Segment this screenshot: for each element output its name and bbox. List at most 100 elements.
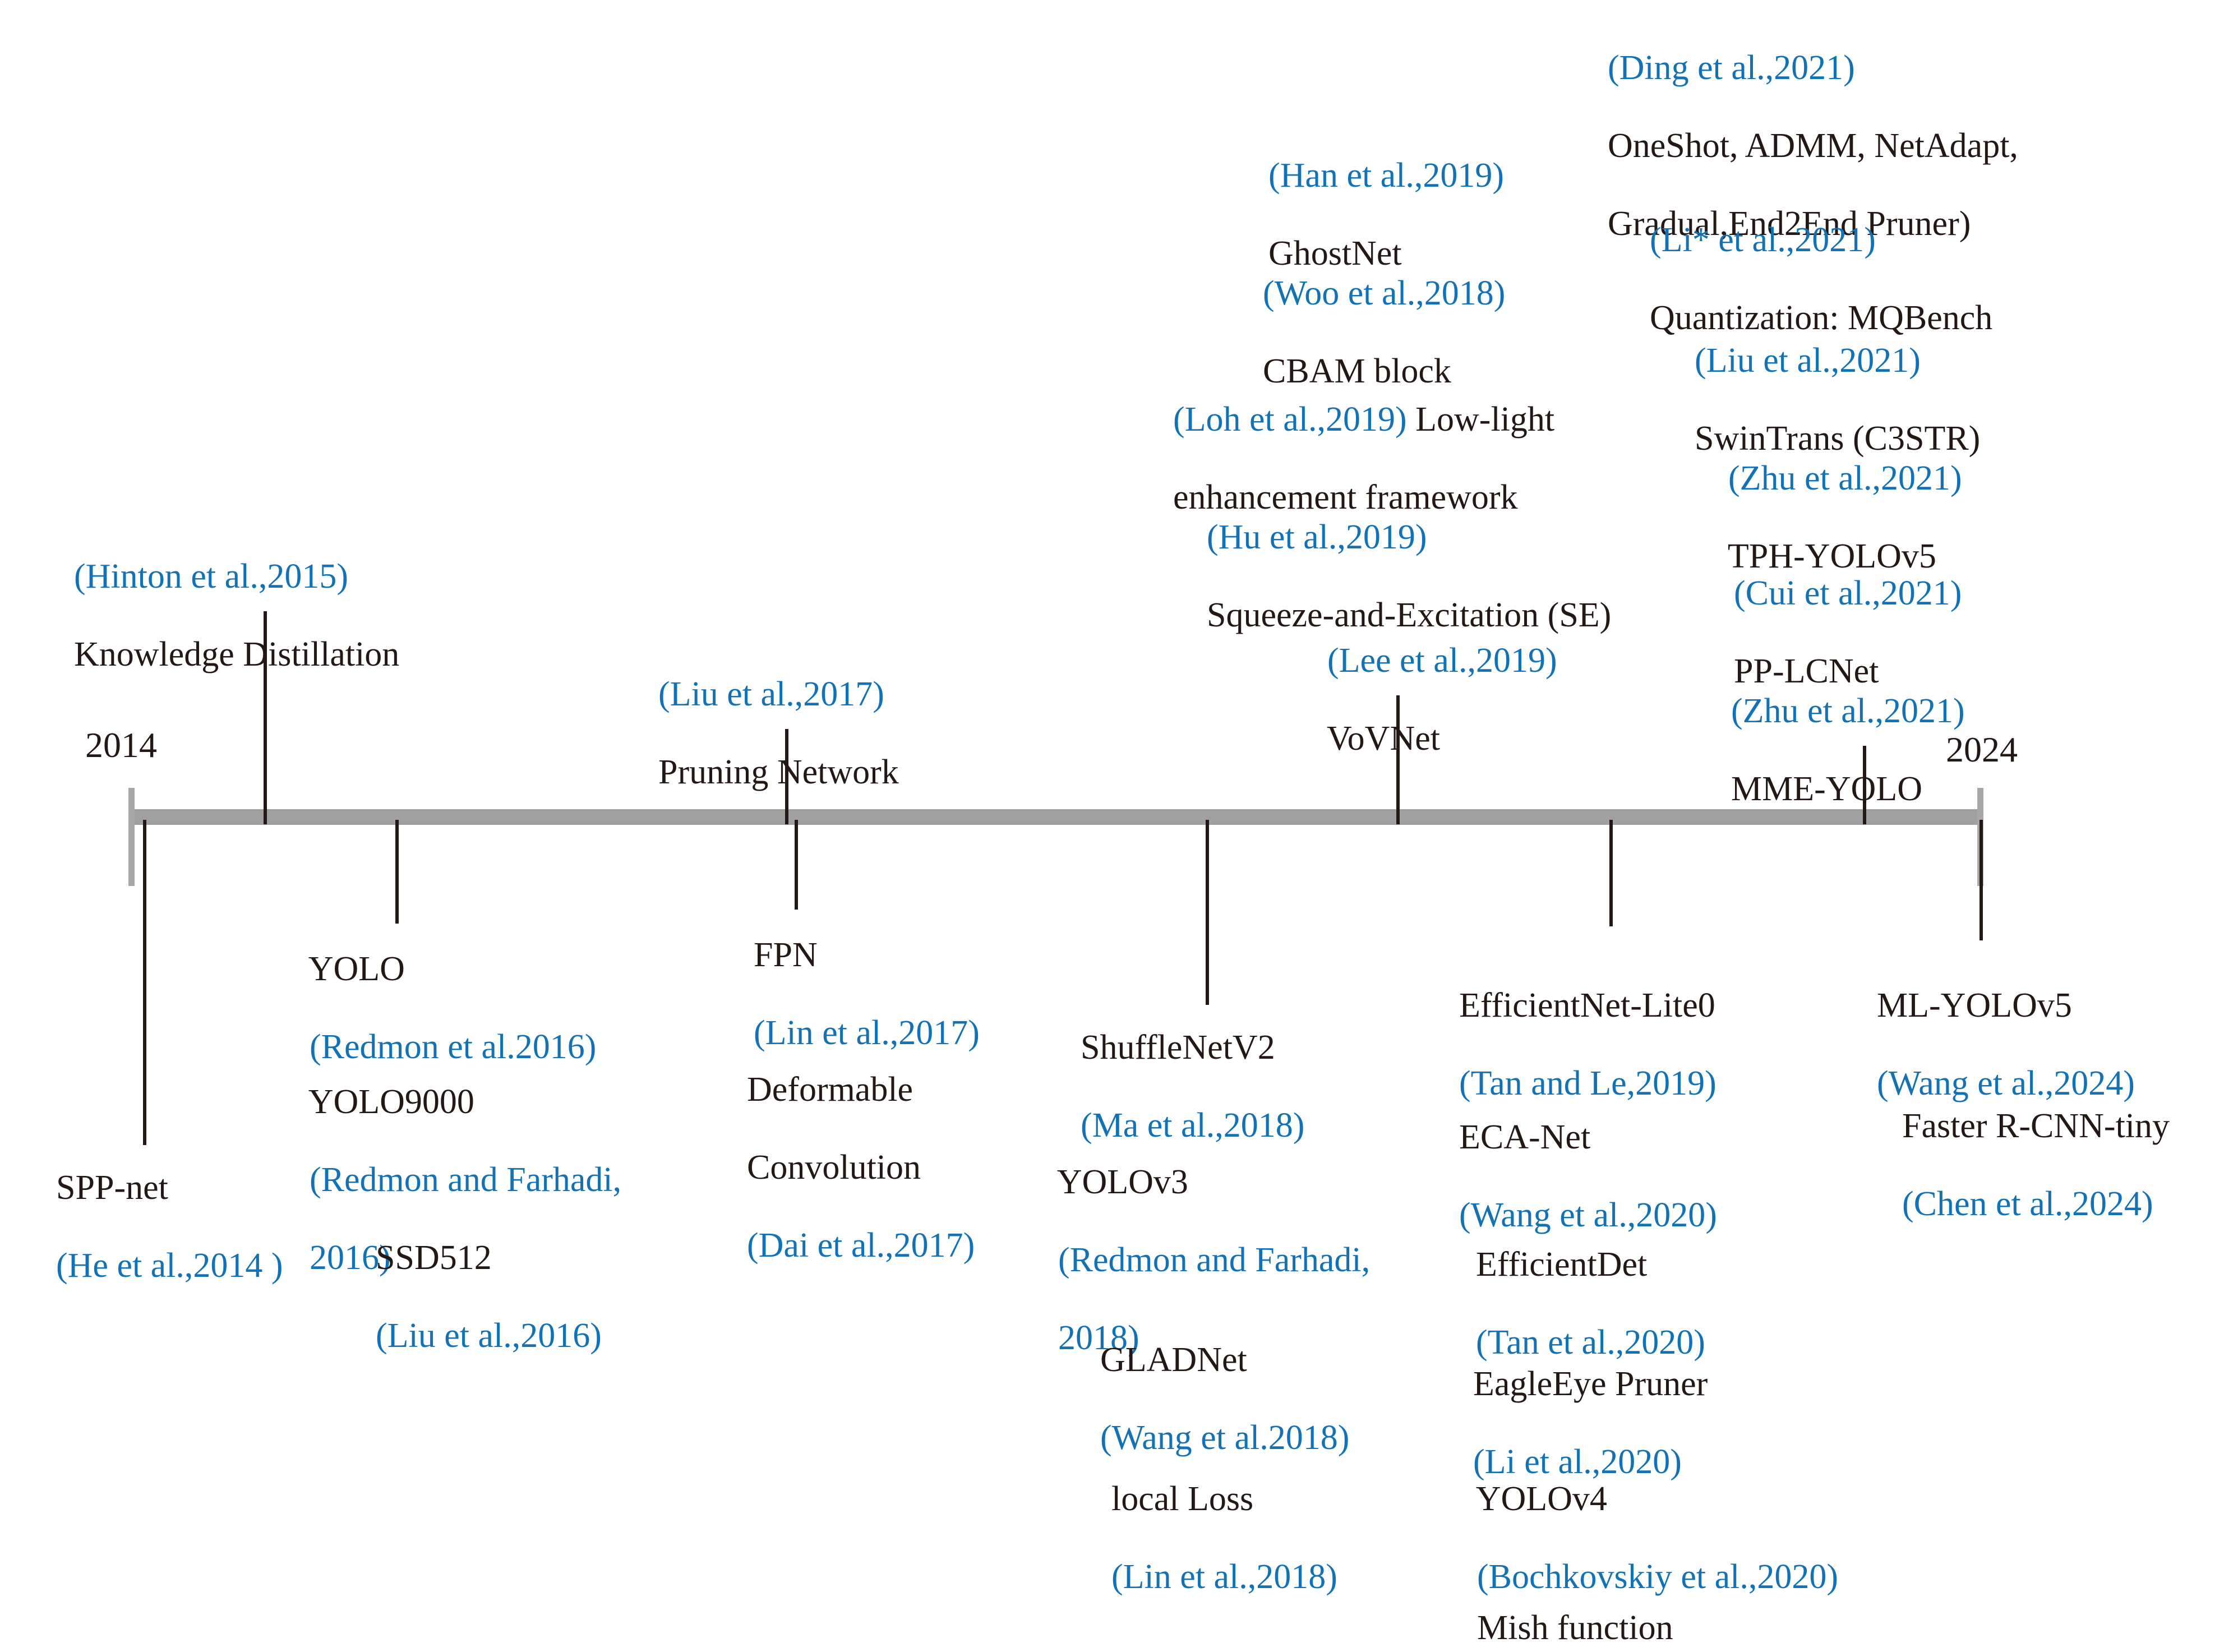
- entry-title: Deformable: [747, 1070, 913, 1109]
- axis-start-cap: [128, 788, 135, 886]
- label-faster-rcnn-tiny: Faster R-CNN-tiny (Chen et al.,2024): [1867, 1068, 2170, 1263]
- label-deformable-convolution: Deformable Convolution (Dai et al.,2017): [712, 1032, 975, 1304]
- citation-text: (Zhu et al.,2021): [1731, 692, 1965, 731]
- entry-title: CBAM block: [1263, 352, 1451, 391]
- label-low-light-enhancement: (Loh et al.,2019) Low-light enhancement …: [1138, 362, 1554, 556]
- entry-title: YOLOv3: [1056, 1163, 1188, 1202]
- label-yolov3: YOLOv3 (Redmon and Farhadi, 2018): [1023, 1124, 1370, 1397]
- entry-title: local Loss: [1111, 1480, 1254, 1519]
- label-eca-net: ECA-Net (Wang et al.,2020): [1424, 1079, 1717, 1274]
- entry-title-line2: Convolution: [747, 1148, 921, 1187]
- label-squeeze-and-excitation: (Hu et al.,2019) Squeeze-and-Excitation …: [1172, 479, 1611, 674]
- entry-title: ML-YOLOv5: [1877, 986, 2072, 1025]
- connector-fpn: [795, 820, 798, 910]
- connector-yolo: [395, 820, 399, 924]
- entry-title: Low-light: [1406, 400, 1555, 439]
- citation-text: (Liu et al.,2021): [1695, 342, 1921, 380]
- label-ssd512: SSD512 (Liu et al.,2016): [341, 1200, 602, 1395]
- label-pruning-network: (Liu et al.,2017) Pruning Network: [624, 636, 899, 831]
- citation-text: (Redmon et al.2016): [310, 1028, 597, 1067]
- entry-title: Squeeze-and-Excitation (SE): [1207, 596, 1612, 635]
- entry-title-line2: enhancement framework: [1173, 478, 1518, 517]
- citation-text: (Wang et al.,2020): [1459, 1196, 1717, 1235]
- entry-title: FPN: [754, 936, 818, 975]
- citation-text: (Redmon and Farhadi,: [310, 1161, 622, 1199]
- entry-title: PP-LCNet: [1734, 652, 1879, 691]
- entry-title: Faster R-CNN-tiny: [1902, 1107, 2170, 1146]
- citation-text: (Loh et al.,2019): [1173, 400, 1407, 439]
- connector-mme-yolo: [1863, 746, 1866, 824]
- label-mish-function: Mish function (Misra,2020): [1442, 1570, 1673, 1652]
- label-yolo9000: YOLO9000 (Redmon and Farhadi, 2016): [275, 1044, 621, 1317]
- entry-title: YOLO9000: [308, 1083, 474, 1122]
- entry-title: TPH-YOLOv5: [1727, 537, 1936, 576]
- connector-shufflenetv2: [1206, 820, 1209, 1005]
- label-efficientdet: EfficientDet (Tan et al.,2020): [1441, 1207, 1705, 1401]
- entry-title-line2: Gradual,End2End Pruner): [1608, 205, 1971, 243]
- connector-spp-net: [143, 820, 146, 1145]
- citation-text: (Lee et al.,2019): [1327, 642, 1557, 680]
- label-local-loss: local Loss (Lin et al.,2018): [1077, 1441, 1337, 1636]
- timeline-axis-bar: [129, 809, 1983, 825]
- label-knowledge-distillation: (Hinton et al.,2015) Knowledge Distillat…: [39, 519, 399, 713]
- label-spp-net: SPP-net (He et al.,2014 ): [21, 1130, 283, 1325]
- entry-title: Pruning Network: [658, 753, 899, 792]
- citation-text: (Lin et al.,2018): [1111, 1558, 1337, 1596]
- label-gladnet: GLADNet (Wang et al.2018): [1065, 1302, 1349, 1497]
- citation-text: (Cui et al.,2021): [1734, 574, 1962, 613]
- label-ml-yolov5: ML-YOLOv5 (Wang et al.,2024): [1842, 948, 2135, 1142]
- label-pruner-family: (Ding et al.,2021) OneShot, ADMM, NetAda…: [1573, 10, 2018, 283]
- entry-title: SwinTrans (C3STR): [1695, 419, 1981, 458]
- entry-title: EagleEye Pruner: [1473, 1365, 1708, 1404]
- citation-text: (Bochkovskiy et al.,2020): [1477, 1558, 1839, 1596]
- citation-text: (Tan and Le,2019): [1459, 1064, 1717, 1103]
- label-cbam-block: (Woo et al.,2018) CBAM block: [1228, 236, 1505, 430]
- citation-text: (Wang et al.2018): [1100, 1419, 1350, 1457]
- citation-text-line2: 2016): [310, 1239, 391, 1277]
- citation-text: (Wang et al.,2024): [1877, 1064, 2135, 1103]
- label-pp-lcnet: (Cui et al.,2021) PP-LCNet: [1699, 536, 1962, 730]
- entry-title: Knowledge Distillation: [74, 635, 400, 674]
- entry-title: OneShot, ADMM, NetAdapt,: [1608, 127, 2018, 165]
- citation-text: (Li et al.,2020): [1473, 1443, 1682, 1482]
- label-fpn: FPN (Lin et al.,2017): [719, 897, 980, 1092]
- label-efficientnet-lite0: EfficientNet-Lite0 (Tan and Le,2019): [1424, 948, 1717, 1142]
- entry-title: VoVNet: [1326, 719, 1440, 758]
- label-tph-yolov5: (Zhu et al.,2021) TPH-YOLOv5: [1694, 421, 1962, 615]
- citation-text: (Liu et al.,2016): [376, 1317, 602, 1355]
- connector-knowledge-distillation: [264, 611, 267, 824]
- entry-title: EfficientDet: [1476, 1245, 1648, 1284]
- entry-title: YOLOv4: [1475, 1480, 1607, 1519]
- citation-text-line2: 2018): [1058, 1319, 1139, 1358]
- label-yolov4: YOLOv4 (Bochkovskiy et al.,2020): [1442, 1441, 1838, 1636]
- citation-text: (Li* et al.,2021): [1650, 221, 1876, 260]
- citation-text: (Hu et al.,2019): [1207, 518, 1427, 557]
- label-quantization-mqbench: (Li* et al.,2021) Quantization: MQBench: [1615, 182, 1992, 377]
- year-end-label: 2024: [1946, 730, 2018, 769]
- label-eagleeye-pruner: EagleEye Pruner (Li et al.,2020): [1438, 1326, 1708, 1521]
- citation-text: (Lin et al.,2017): [754, 1014, 980, 1053]
- entry-title: YOLO: [308, 950, 405, 989]
- entry-title: EfficientNet-Lite0: [1459, 986, 1715, 1025]
- citation-text: (Liu et al.,2017): [658, 675, 884, 714]
- citation-text: (Tan et al.,2020): [1476, 1323, 1705, 1362]
- citation-text: (Redmon and Farhadi,: [1058, 1241, 1371, 1280]
- entry-title: Quantization: MQBench: [1650, 299, 1993, 338]
- entry-title: GLADNet: [1100, 1341, 1247, 1379]
- label-ghostnet: (Han et al.,2019) GhostNet: [1234, 118, 1504, 312]
- citation-text: (He et al.,2014 ): [56, 1247, 283, 1285]
- citation-text: (Woo et al.,2018): [1263, 274, 1506, 313]
- connector-vovnet: [1396, 695, 1400, 824]
- entry-title: ShuffleNetV2: [1081, 1028, 1275, 1067]
- entry-title: SSD512: [376, 1239, 492, 1277]
- connector-ml-yolov5: [1980, 820, 1983, 940]
- label-shufflenetv2: ShuffleNetV2 (Ma et al.,2018): [1046, 990, 1304, 1184]
- year-start-label: 2014: [85, 725, 157, 765]
- label-yolo: YOLO (Redmon et al.2016): [275, 911, 597, 1106]
- entry-title: GhostNet: [1268, 234, 1402, 273]
- entry-title: MME-YOLO: [1731, 770, 1922, 809]
- entry-title: ECA-Net: [1459, 1118, 1591, 1157]
- label-vovnet: (Lee et al.,2019) VoVNet: [1293, 603, 1557, 797]
- entry-title: SPP-net: [56, 1169, 168, 1207]
